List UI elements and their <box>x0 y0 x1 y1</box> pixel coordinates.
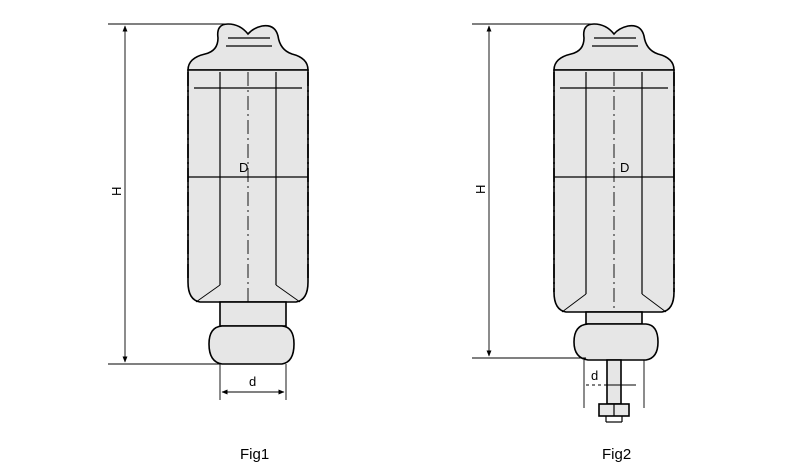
fig1-base-fitting <box>208 325 295 365</box>
fig2-neck <box>585 311 643 325</box>
fig2-caption: Fig2 <box>602 446 631 463</box>
fig2-stud <box>606 359 622 405</box>
fig2-height-label: H <box>473 185 488 194</box>
figure-2: D H d Fig2 <box>472 23 675 463</box>
fig1-top-cap <box>187 23 309 71</box>
fig2-base-label: d <box>591 368 598 383</box>
fig2-base-fitting <box>573 323 659 361</box>
fig1-neck <box>219 301 287 327</box>
fig1-diameter-label: D <box>239 160 248 175</box>
fig2-body <box>553 69 675 313</box>
fig1-height-label: H <box>109 187 124 196</box>
figure-1: D H d Fig1 <box>108 23 309 463</box>
fig1-caption: Fig1 <box>240 446 269 463</box>
fig1-base-label: d <box>249 374 256 389</box>
fig2-diameter-label: D <box>620 160 629 175</box>
fig2-top-cap <box>553 23 675 71</box>
